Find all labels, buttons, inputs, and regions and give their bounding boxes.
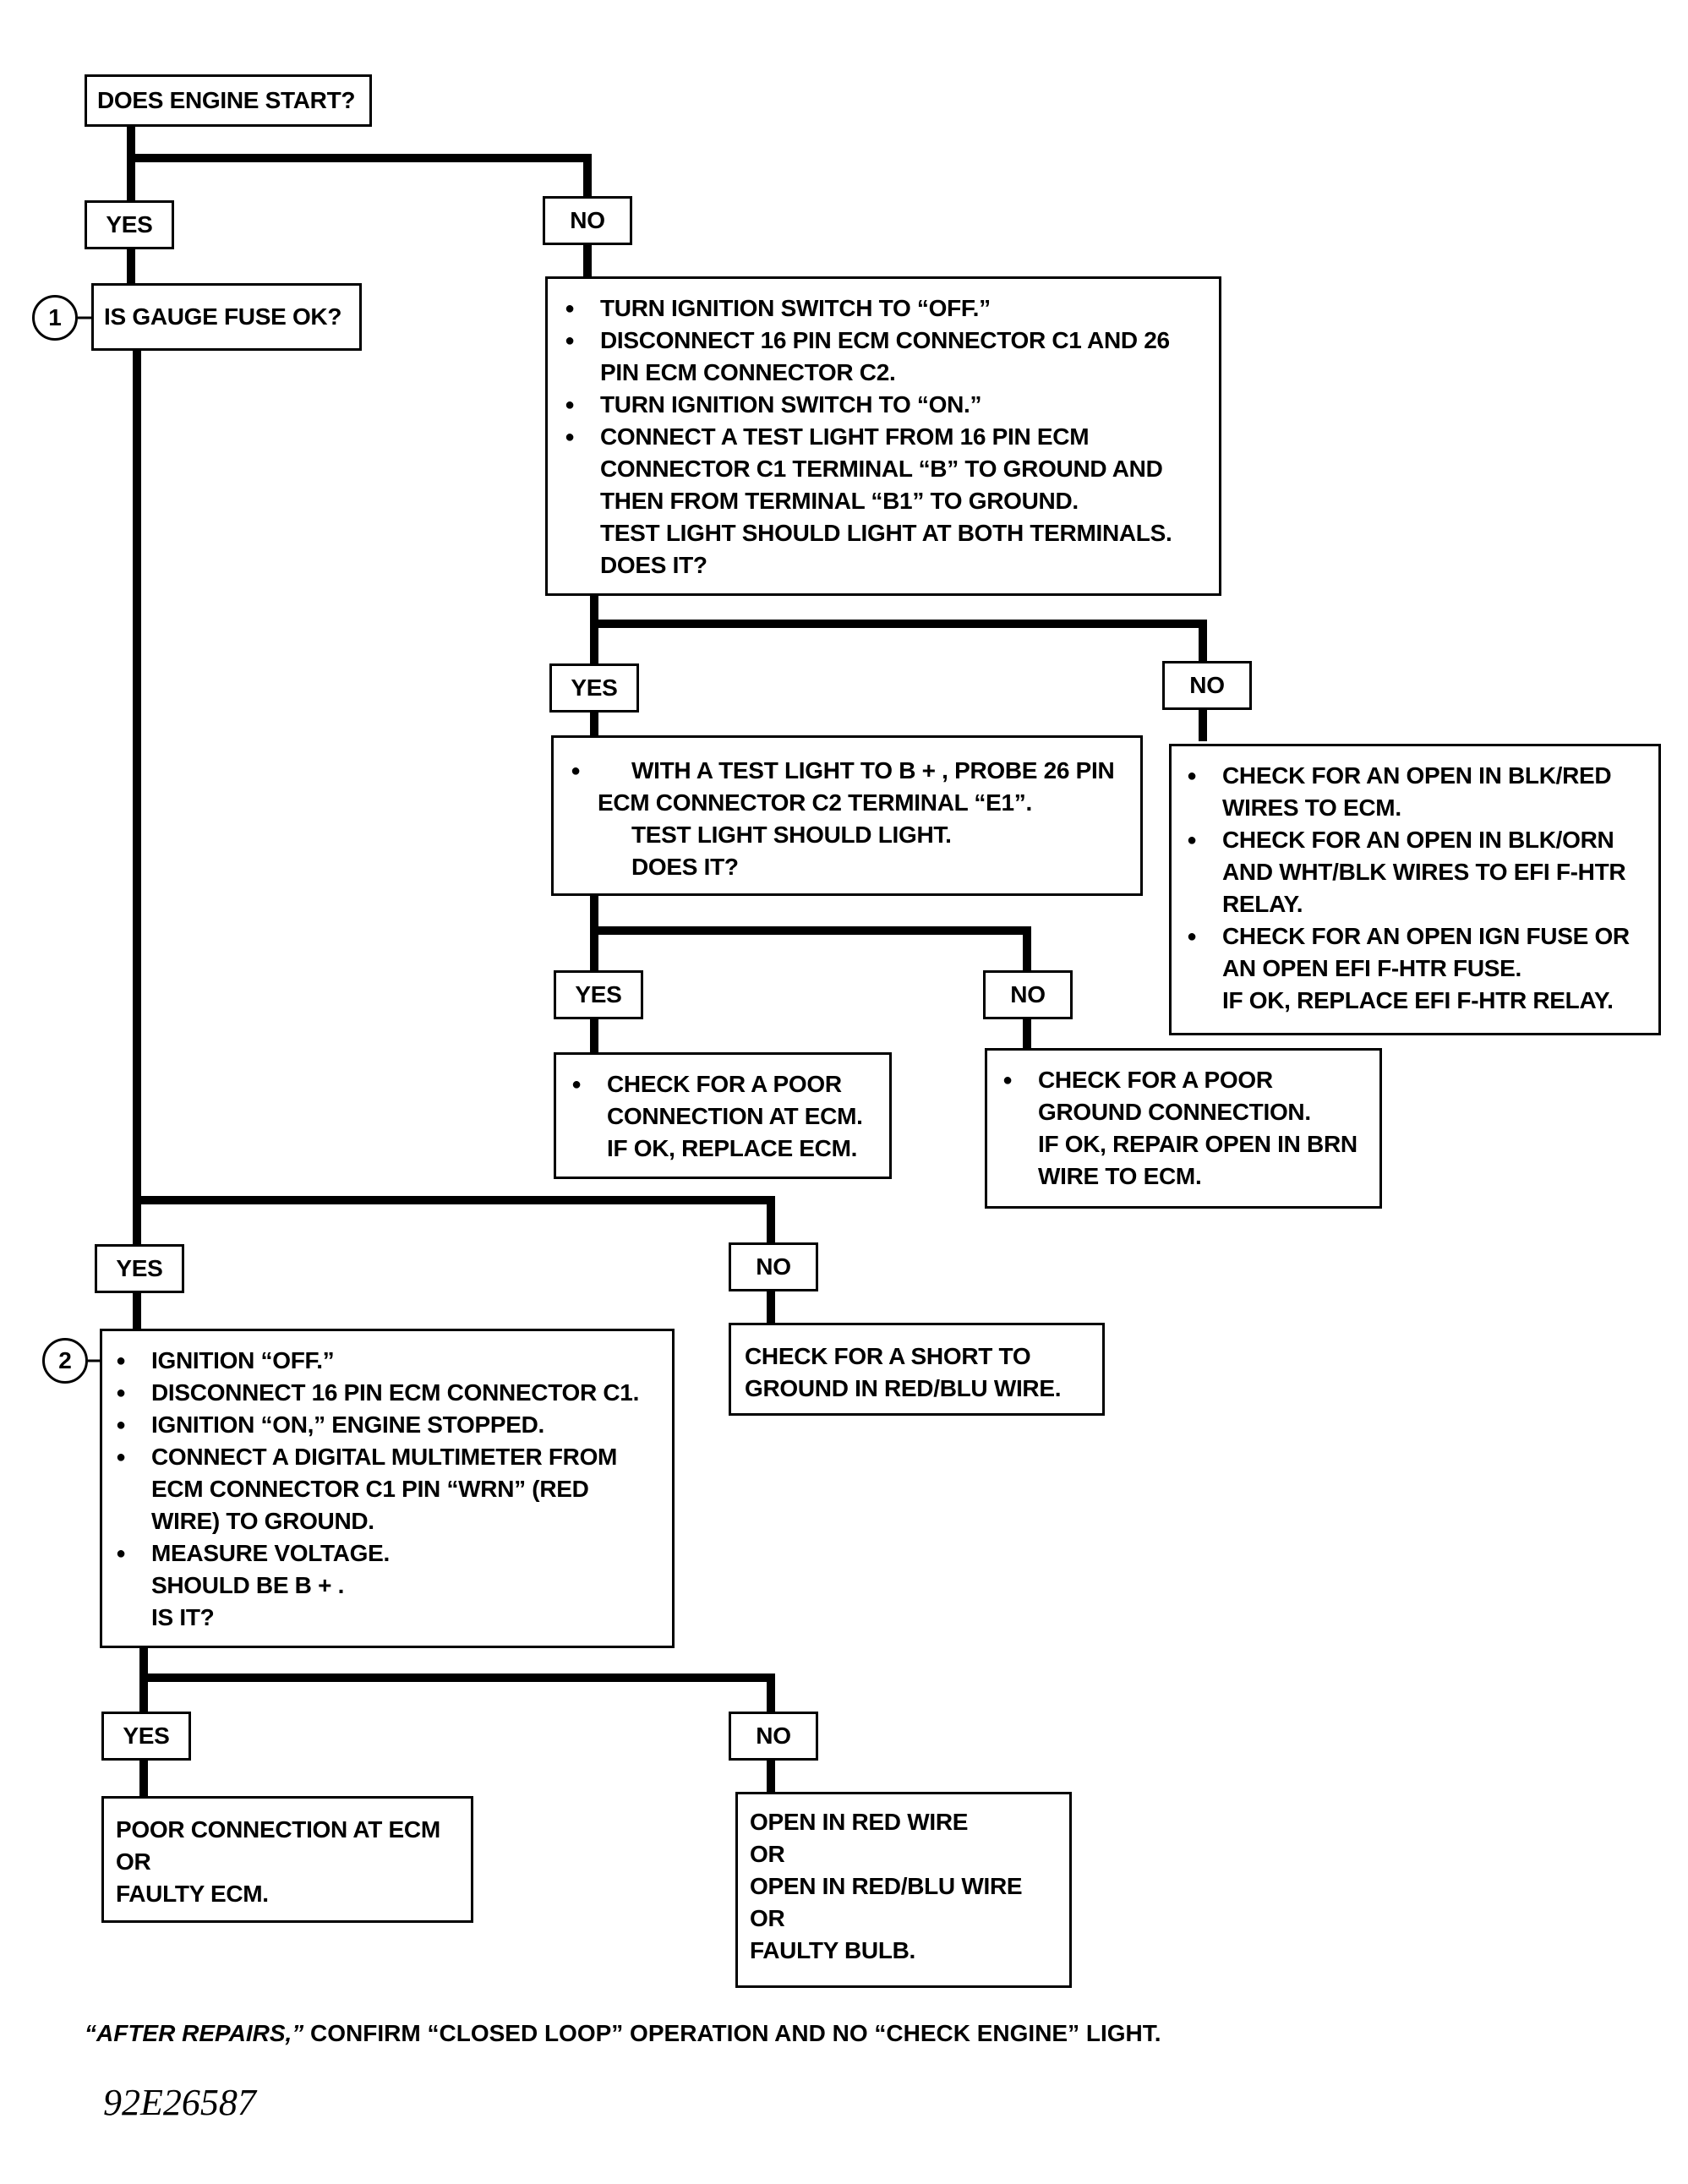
figure-id: 92E26587: [103, 2082, 256, 2123]
engine-start-question: DOES ENGINE START?: [97, 87, 356, 113]
step-1-marker: 1: [32, 295, 78, 341]
ignition-test-box: TURN IGNITION SWITCH TO “OFF.” DISCONNEC…: [545, 276, 1221, 596]
no-label-engine-no-start: NO: [543, 196, 632, 245]
probe-terminal-box: WITH A TEST LIGHT TO B + , PROBE 26 PIN …: [551, 735, 1143, 896]
poor-ground-box: CHECK FOR A POOR GROUND CONNECTION. IF O…: [985, 1048, 1382, 1209]
voltage-measure-box: IGNITION “OFF.” DISCONNECT 16 PIN ECM CO…: [100, 1329, 675, 1648]
yes-label-voltage-ok: YES: [101, 1712, 191, 1761]
probe-steps: WITH A TEST LIGHT TO B + , PROBE 26 PIN …: [564, 755, 1130, 883]
result-open-wire-box: OPEN IN RED WIRE OR OPEN IN RED/BLU WIRE…: [735, 1792, 1072, 1988]
gauge-fuse-question: IS GAUGE FUSE OK?: [104, 303, 342, 330]
engine-start-question-box: DOES ENGINE START?: [85, 74, 372, 127]
poor-connection-box: CHECK FOR A POOR CONNECTION AT ECM. IF O…: [554, 1052, 892, 1179]
result-poor-connection-box: POOR CONNECTION AT ECM OR FAULTY ECM.: [101, 1796, 473, 1923]
open-circuit-steps: CHECK FOR AN OPEN IN BLK/RED WIRES TO EC…: [1180, 760, 1650, 1017]
yes-label-probe-lights: YES: [554, 970, 643, 1019]
yes-label-test-light-lights: YES: [549, 663, 639, 713]
yes-label-fuse-ok: YES: [95, 1244, 184, 1293]
no-label-fuse-blown: NO: [729, 1242, 818, 1291]
yes-label-engine-starts: YES: [85, 200, 174, 249]
no-label-probe-off: NO: [983, 970, 1073, 1019]
after-repairs-note: “AFTER REPAIRS,” CONFIRM “CLOSED LOOP” O…: [85, 2020, 1161, 2046]
no-label-voltage-low: NO: [729, 1712, 818, 1761]
voltage-measure-steps: IGNITION “OFF.” DISCONNECT 16 PIN ECM CO…: [109, 1345, 665, 1634]
short-to-ground-box: CHECK FOR A SHORT TO GROUND IN RED/BLU W…: [729, 1323, 1105, 1416]
step-2-marker: 2: [42, 1338, 88, 1384]
poor-ground-steps: CHECK FOR A POOR GROUND CONNECTION. IF O…: [996, 1064, 1371, 1193]
poor-connection-steps: CHECK FOR A POOR CONNECTION AT ECM. IF O…: [565, 1068, 881, 1165]
no-label-test-light-off: NO: [1162, 661, 1252, 710]
ignition-test-steps: TURN IGNITION SWITCH TO “OFF.” DISCONNEC…: [558, 292, 1209, 581]
open-circuit-check-box: CHECK FOR AN OPEN IN BLK/RED WIRES TO EC…: [1169, 744, 1661, 1035]
gauge-fuse-question-box: IS GAUGE FUSE OK?: [91, 283, 362, 351]
